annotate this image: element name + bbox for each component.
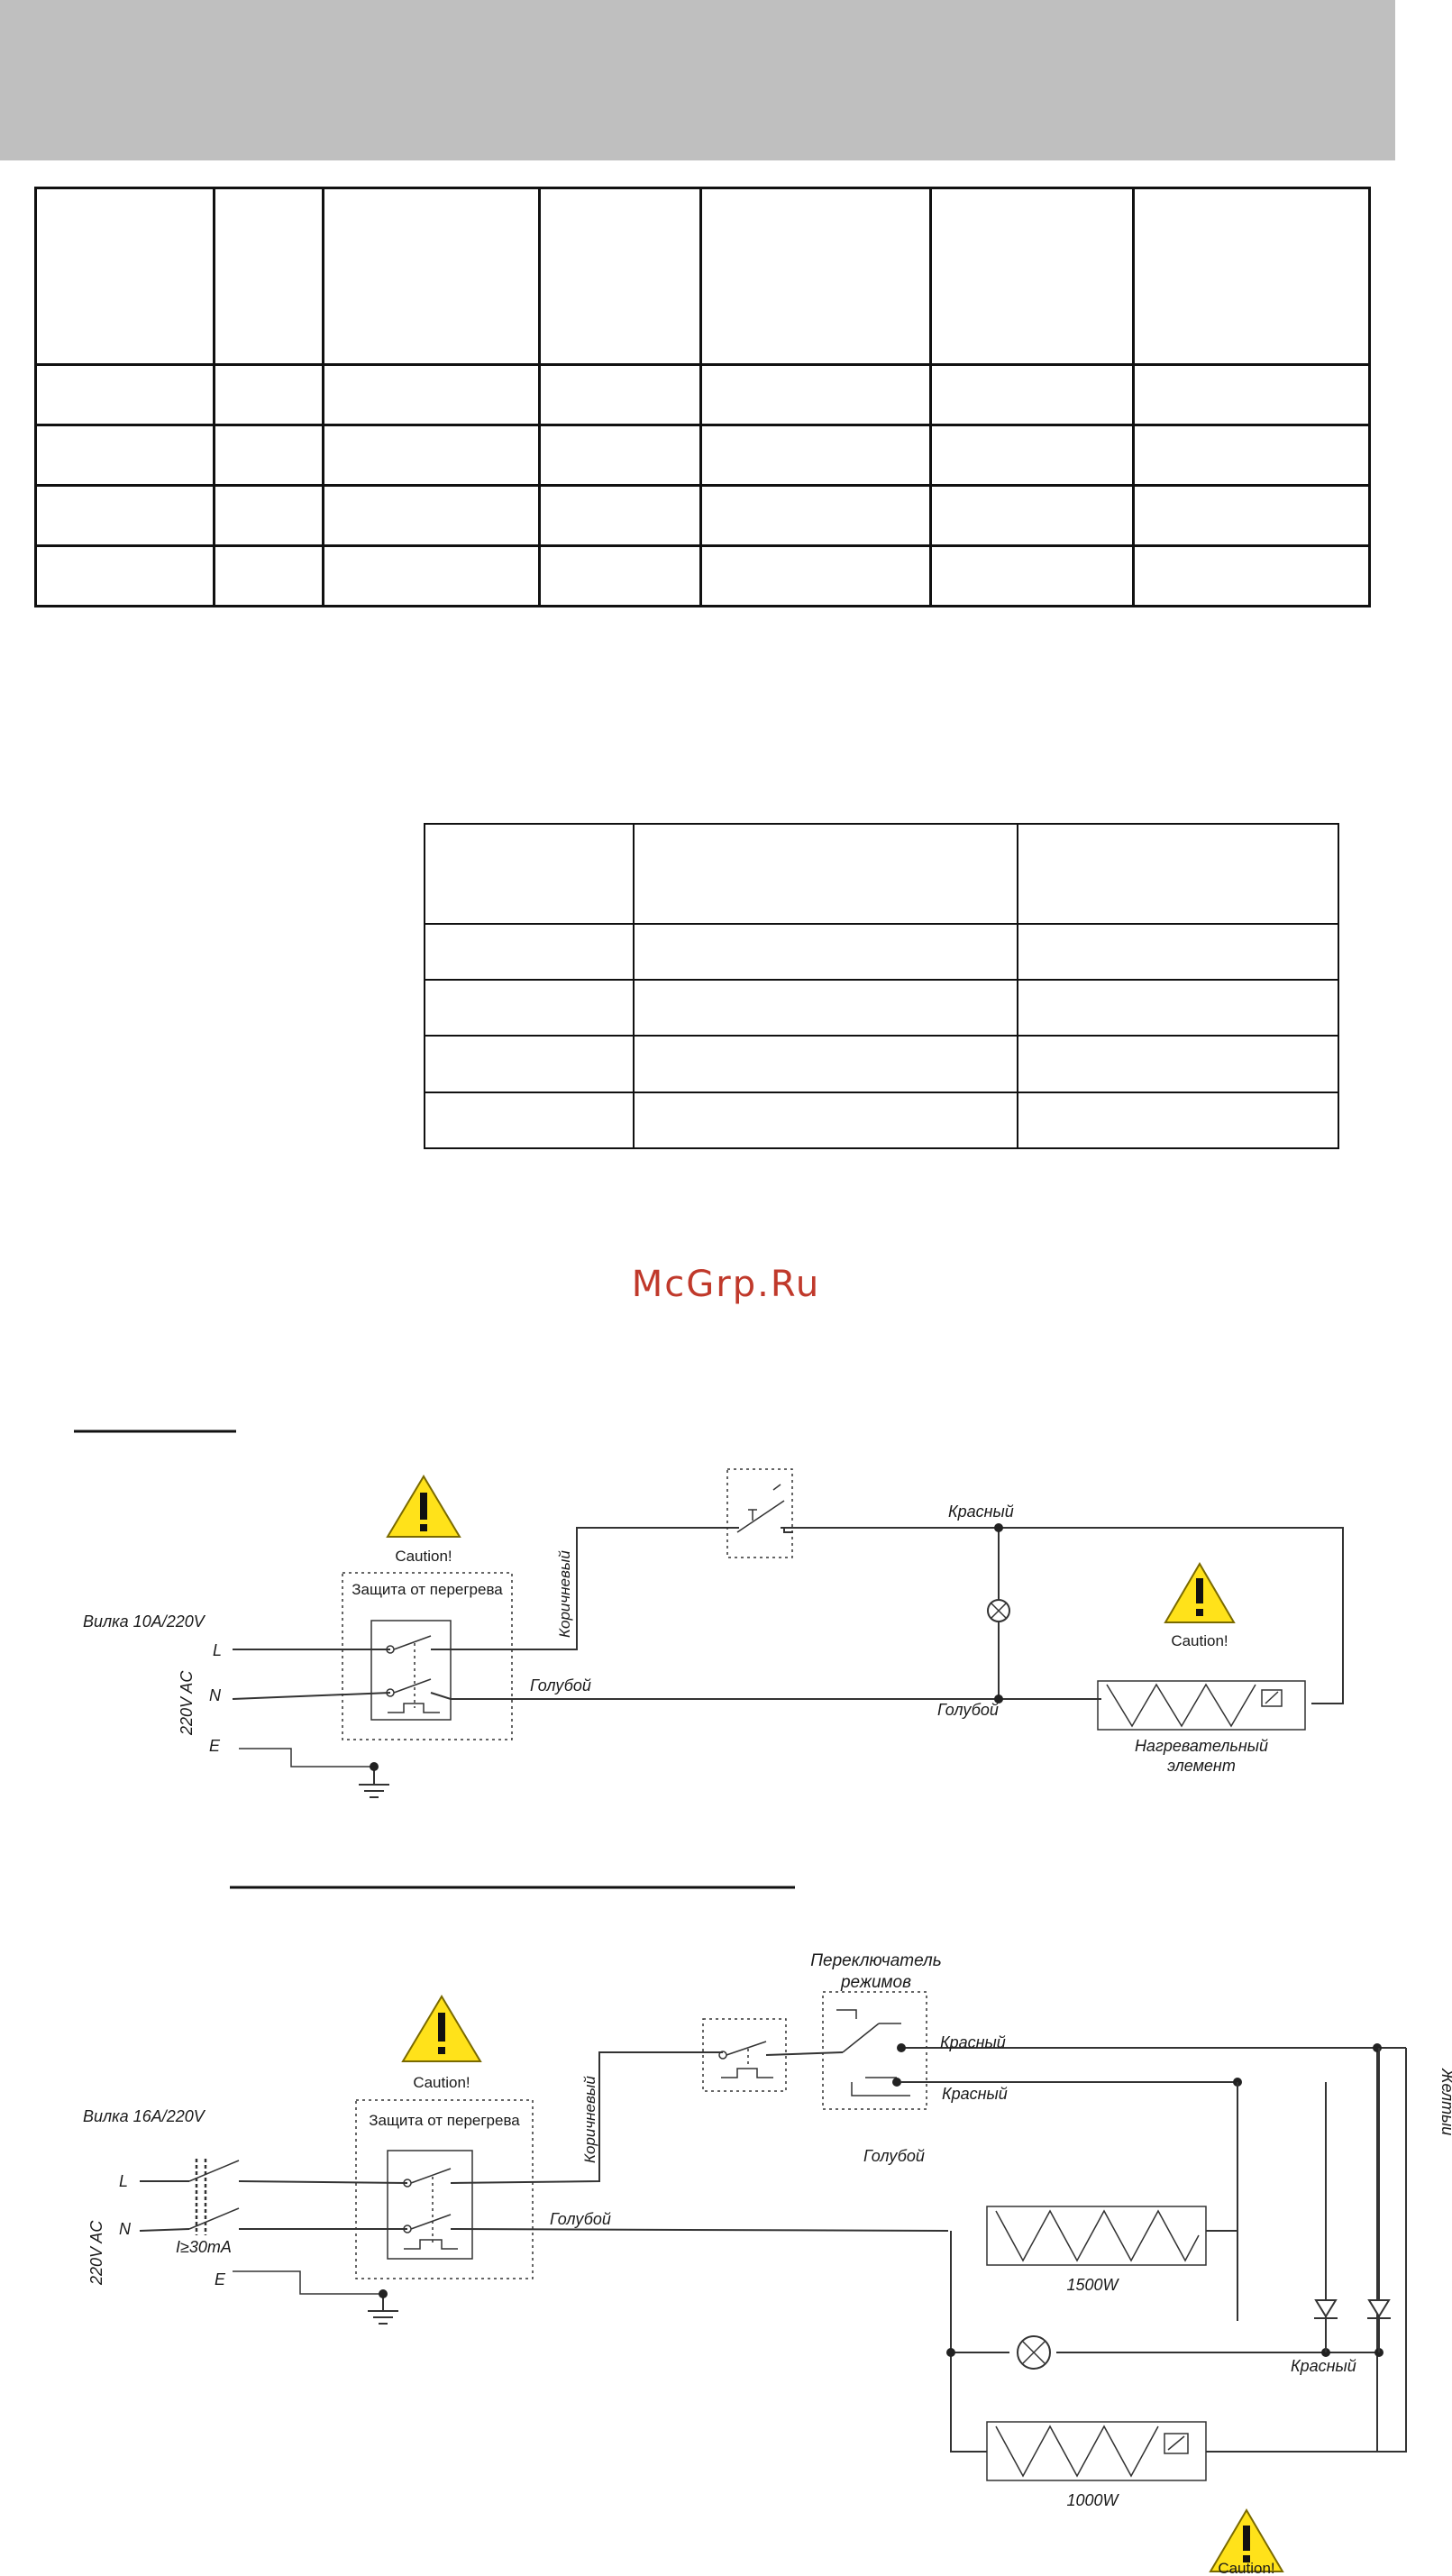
warning-icon (401, 1995, 482, 2062)
rcd-label: I≥30mA (176, 2238, 232, 2256)
red-wire-label: Красный (948, 1503, 1014, 1521)
blue-wire-label-2: Голубой (937, 1701, 999, 1719)
terminal-e: E (209, 1737, 221, 1755)
spec-table (34, 187, 1371, 607)
rcd-switch-icon (188, 2159, 240, 2235)
wiring-diagram-2: Caution! Переключатель режимов Защита от… (83, 1886, 1452, 2576)
heater-element (1097, 1680, 1306, 1731)
thermostat-switch-icon (736, 1484, 785, 1533)
blue-wire-label: Голубой (863, 2147, 925, 2165)
caution-label: Caution! (1171, 1632, 1228, 1649)
plug-label: Вилка 10A/220V (83, 1612, 206, 1631)
thermostat-box (726, 1468, 793, 1558)
thermostat-box (702, 2018, 787, 2092)
breaker-body (370, 1620, 452, 1721)
header-band (0, 0, 1395, 160)
red-wire-label-3: Красный (1291, 2357, 1356, 2375)
table-row (34, 363, 1371, 426)
warning-icon (386, 1475, 461, 1538)
terminal-l: L (213, 1641, 222, 1659)
overheat-protection-box (342, 1572, 513, 1740)
thermostat-switch-icon (718, 2041, 773, 2078)
heater-label-line1: Нагревательный (1135, 1737, 1268, 1755)
table-row (424, 922, 1339, 981)
table-row (424, 1035, 1339, 1093)
diode-icon (1367, 2048, 1391, 2352)
table-row (34, 544, 1371, 607)
red-wire-label-2: Красный (942, 2085, 1008, 2103)
mode-switch-label-line2: режимов (840, 1973, 911, 1992)
table-row (34, 187, 1371, 366)
mode-table (424, 823, 1339, 1150)
heater-1000w-label: 1000W (1066, 2491, 1119, 2509)
watermark: McGrp.Ru (631, 1264, 821, 1305)
wiring-diagram-1: Caution! Защита от перегрева Вилка 10A/2… (74, 1430, 1344, 1798)
thermostat-mark-icon (1164, 2433, 1189, 2454)
heater-1000w (986, 2421, 1207, 2481)
warning-icon (1209, 2508, 1284, 2572)
table-row (34, 424, 1371, 487)
heater-1500w-label: 1500W (1066, 2276, 1119, 2294)
overheat-label: Защита от перегрева (352, 1581, 503, 1598)
warning-icon (1164, 1562, 1236, 1623)
breaker-switch-icon (386, 1635, 440, 1713)
thermostat-mark-icon (1261, 1689, 1283, 1707)
indicator-lamp-icon (1017, 2335, 1051, 2370)
terminal-n: N (119, 2220, 132, 2238)
brown-wire-label: Коричневый (581, 2076, 598, 2163)
yellow-wire-label: Желтый (1438, 2068, 1452, 2135)
caution-label: Caution! (1218, 2560, 1274, 2576)
brown-wire-label: Коричневый (556, 1550, 573, 1638)
caution-label: Caution! (395, 1548, 452, 1565)
voltage-label: 220V AC (87, 2220, 105, 2286)
red-wire-label: Красный (940, 2033, 1006, 2051)
mode-switch-label-line1: Переключатель (810, 1951, 941, 1970)
voltage-label: 220V AC (178, 1670, 196, 1736)
table-row (424, 1091, 1339, 1150)
indicator-lamp-icon (987, 1599, 1010, 1622)
breaker-switch-icon (403, 2168, 458, 2250)
mode-switch-box (822, 1991, 927, 2110)
diode-icon (1314, 2082, 1338, 2352)
overheat-protection-box (355, 2099, 534, 2279)
blue-wire-label: Голубой (530, 1676, 591, 1694)
terminal-e: E (215, 2270, 226, 2288)
overheat-label: Защита от перегрева (369, 2112, 520, 2129)
table-row (34, 484, 1371, 547)
table-row (424, 823, 1339, 925)
terminal-l: L (119, 2172, 128, 2190)
heater-label-line2: элемент (1167, 1757, 1236, 1775)
blue-wire-label-2: Голубой (550, 2210, 611, 2228)
caution-label: Caution! (413, 2074, 470, 2091)
table-row (424, 978, 1339, 1037)
terminal-n: N (209, 1686, 222, 1704)
mode-switch-icon (836, 2009, 910, 2096)
plug-label: Вилка 16A/220V (83, 2107, 206, 2125)
breaker-body (387, 2150, 473, 2260)
heater-1500w (986, 2206, 1207, 2266)
